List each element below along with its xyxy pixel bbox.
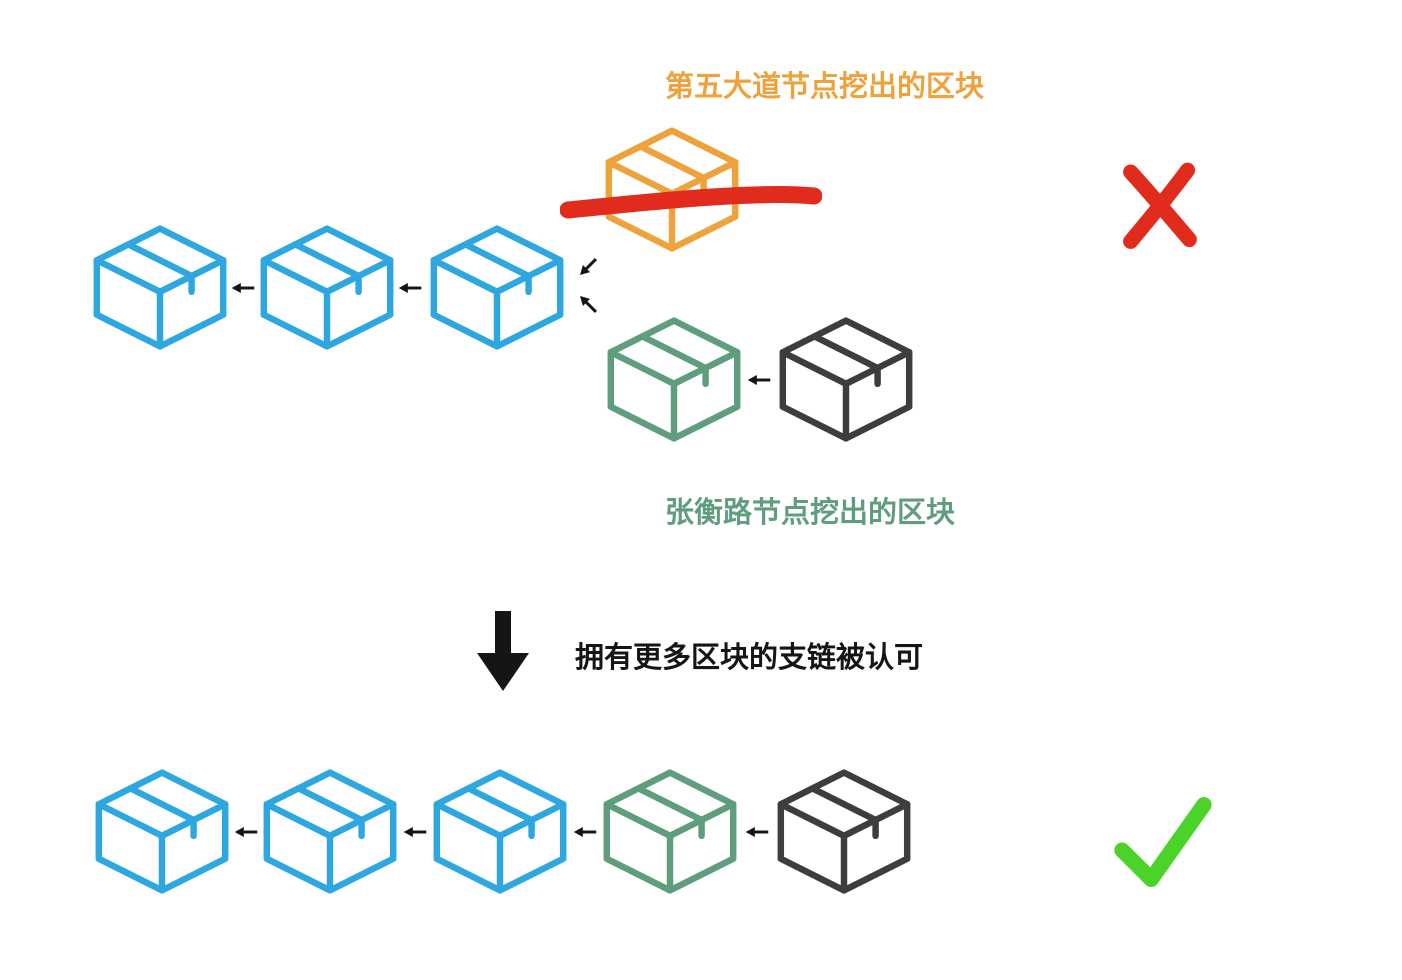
fork-arrow-from-orange-icon <box>575 254 601 280</box>
check-mark-icon <box>1114 797 1212 887</box>
top-chain-block-2-icon <box>255 220 399 355</box>
top-chain-block-1-icon <box>88 220 232 355</box>
top-chain-block-3-icon <box>425 220 569 355</box>
label-fork-green: 张衡路节点挖出的区块 <box>665 497 956 529</box>
final-chain-arrow-4-icon <box>744 825 770 839</box>
top-chain-arrow-2-icon <box>397 281 423 295</box>
final-chain-block-3-icon <box>428 764 572 899</box>
dark-block-icon <box>774 312 918 447</box>
top-chain-arrow-1-icon <box>230 281 256 295</box>
final-chain-arrow-1-icon <box>233 825 259 839</box>
final-chain-block-2-icon <box>258 764 402 899</box>
green-block-icon <box>602 312 746 447</box>
label-fork-orange: 第五大道节点挖出的区块 <box>665 71 985 103</box>
caption-text: 拥有更多区块的支链被认可 <box>575 642 924 674</box>
fork-branch-arrow-icon <box>746 373 772 387</box>
cross-mark-icon <box>1123 162 1197 249</box>
down-arrow-icon <box>477 611 529 691</box>
strike-through-icon <box>560 186 822 219</box>
fork-arrow-from-green-icon <box>575 291 601 317</box>
final-chain-block-4-green-icon <box>598 764 742 899</box>
final-chain-arrow-2-icon <box>402 825 428 839</box>
final-chain-block-1-icon <box>90 764 234 899</box>
final-chain-block-5-dark-icon <box>772 764 916 899</box>
final-chain-arrow-3-icon <box>572 825 598 839</box>
